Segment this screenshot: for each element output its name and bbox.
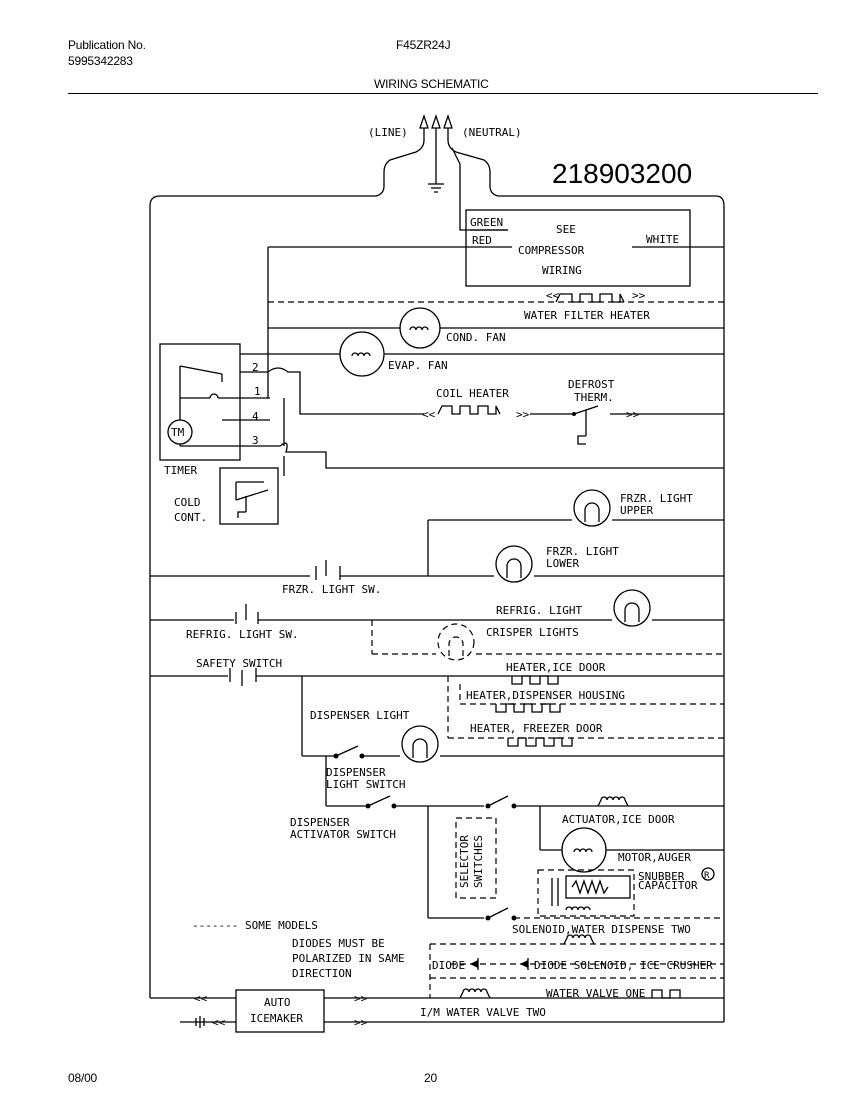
cold-control-label-2: CONT.: [174, 511, 207, 524]
note-line-3: DIRECTION: [292, 967, 352, 980]
safety-switch: SAFETY SWITCH: [150, 657, 724, 756]
heater-ice-door-label: HEATER,ICE DOOR: [506, 661, 606, 674]
timer: TIMER TM 2 1 4 3: [159, 343, 724, 477]
legend-some-models: ------- SOME MODELS: [192, 919, 318, 932]
svg-text:<<: <<: [194, 992, 208, 1005]
heater-freezer-door-label: HEATER, FREEZER DOOR: [470, 722, 603, 735]
frzr-light-lower-1: FRZR. LIGHT: [546, 545, 619, 558]
timer-terminal-3: 3: [252, 434, 259, 447]
heater-dispenser-housing-label: HEATER,DISPENSER HOUSING: [466, 689, 625, 702]
publication-label: Publication No.: [68, 38, 146, 52]
red-wire-label: RED: [472, 234, 492, 247]
im-water-valve-two-label: I/M WATER VALVE TWO: [420, 1006, 546, 1019]
defrost-therm-label-1: DEFROST: [568, 378, 615, 391]
auto-icemaker-label-1: AUTO: [264, 996, 291, 1009]
svg-text:<<: <<: [546, 289, 560, 302]
timer-terminal-4: 4: [252, 410, 259, 423]
footer-date: 08/00: [68, 1071, 98, 1085]
door-heaters: HEATER,ICE DOOR HEATER,DISPENSER HOUSING…: [447, 661, 724, 747]
note-line-2: POLARIZED IN SAME: [292, 952, 405, 965]
freezer-lights: FRZR. LIGHT UPPER FRZR. LIGHT LOWER FRZR…: [150, 489, 724, 596]
diode-solenoid-ice-crusher-label: DIODE SOLENOID, ICE CRUSHER: [534, 959, 713, 972]
auto-icemaker: << AUTO ICEMAKER >> << >> I/M WATER VALV…: [150, 989, 724, 1033]
refrig-light: REFRIG. LIGHT REFRIG. LIGHT SW.: [150, 589, 724, 641]
neutral-label: (NEUTRAL): [462, 126, 522, 139]
timer-terminal-1: 1: [254, 385, 261, 398]
frzr-light-upper-2: UPPER: [620, 504, 653, 517]
evap-fan: EVAP. FAN: [240, 331, 724, 377]
model-number: F45ZR24J: [396, 38, 451, 52]
line-label: (LINE): [368, 126, 408, 139]
safety-switch-label: SAFETY SWITCH: [196, 657, 282, 670]
svg-text:>>: >>: [354, 1016, 368, 1029]
dispenser-light-label: DISPENSER LIGHT: [310, 709, 410, 722]
cond-fan: COND. FAN: [268, 307, 724, 349]
cond-fan-label: COND. FAN: [446, 331, 506, 344]
evap-fan-label: EVAP. FAN: [388, 359, 448, 372]
selector-label-2: SWITCHES: [472, 835, 485, 888]
crisper-lights: CRISPER LIGHTS: [371, 620, 724, 661]
frzr-light-upper-1: FRZR. LIGHT: [620, 492, 693, 505]
frzr-light-sw-label: FRZR. LIGHT SW.: [282, 583, 381, 596]
svg-text:>>: >>: [354, 992, 368, 1005]
dispenser-light-switch-1: DISPENSER: [326, 766, 386, 779]
water-filter-heater-label: WATER FILTER HEATER: [524, 309, 650, 322]
solenoid-water-dispense-two-label: SOLENOID,WATER DISPENSE TWO: [512, 923, 691, 936]
auto-icemaker-label-2: ICEMAKER: [250, 1012, 303, 1025]
snubber-mark: R: [704, 871, 710, 881]
compressor-wiring: WIRING: [542, 264, 582, 277]
water-valve-one-label: WATER VALVE ONE: [546, 987, 645, 1000]
publication-number: 5995342283: [68, 54, 133, 68]
dispenser-light-switch-2: LIGHT SWITCH: [326, 778, 405, 791]
svg-text:>>: >>: [632, 289, 646, 302]
white-wire-label: WHITE: [646, 233, 679, 246]
compressor-box: GREEN RED SEE COMPRESSOR WIRING WHITE: [267, 209, 724, 398]
drawing-number: 218903200: [552, 158, 692, 189]
water-filter-heater: << >> WATER FILTER HEATER: [268, 289, 724, 322]
green-wire-label: GREEN: [470, 216, 503, 229]
defrost-therm-label-2: THERM.: [574, 391, 614, 404]
snubber-label-1: SNUBBER: [638, 870, 685, 883]
actuator-ice-door-label: ACTUATOR,ICE DOOR: [562, 813, 675, 826]
svg-text:<<: <<: [422, 408, 436, 421]
dispenser-light: DISPENSER LIGHT DISPENSER LIGHT SWITCH: [302, 709, 724, 791]
dispenser-activator: DISPENSER ACTIVATOR SWITCH: [290, 756, 484, 918]
compressor-see: SEE: [556, 223, 576, 236]
dispenser-activator-1: DISPENSER: [290, 816, 350, 829]
dispenser-activator-2: ACTIVATOR SWITCH: [290, 828, 396, 841]
refrig-light-sw-label: REFRIG. LIGHT SW.: [186, 628, 299, 641]
svg-text:<<: <<: [212, 1016, 226, 1029]
compressor-text: COMPRESSOR: [518, 244, 585, 257]
legend-notes: ------- SOME MODELS DIODES MUST BE POLAR…: [192, 919, 405, 980]
timer-label: TIMER: [164, 464, 197, 477]
cold-control: COLD CONT.: [174, 467, 279, 525]
header-rule: [68, 93, 818, 94]
selector-label-1: SELECTOR: [458, 835, 471, 888]
coil-heater-circuit: << >> >> COIL HEATER DEFROST THERM.: [240, 367, 724, 445]
cold-control-label-1: COLD: [174, 496, 201, 509]
selector-switches: SELECTOR SWITCHES ACTUATOR,ICE DOOR MOTO…: [428, 795, 724, 921]
motor-auger-label: MOTOR,AUGER: [618, 851, 691, 864]
crisper-lights-label: CRISPER LIGHTS: [486, 626, 579, 639]
note-line-1: DIODES MUST BE: [292, 937, 385, 950]
coil-heater-label: COIL HEATER: [436, 387, 509, 400]
svg-text:>>: >>: [516, 408, 530, 421]
timer-terminal-2: 2: [252, 361, 259, 374]
snubber-label-2: CAPACITOR: [638, 879, 698, 892]
timer-motor-label: TM: [171, 426, 185, 439]
frzr-light-lower-2: LOWER: [546, 557, 579, 570]
refrig-light-label: REFRIG. LIGHT: [496, 604, 582, 617]
power-input: (LINE) (NEUTRAL) 218903200: [149, 113, 725, 1022]
solenoids: SOLENOID,WATER DISPENSE TWO DIODE DIODE …: [429, 917, 724, 1000]
diode-label: DIODE: [432, 959, 465, 972]
snubber-capacitor: SNUBBER CAPACITOR R: [537, 867, 715, 917]
page-number: 20: [424, 1071, 437, 1085]
page-title: WIRING SCHEMATIC: [374, 77, 489, 91]
